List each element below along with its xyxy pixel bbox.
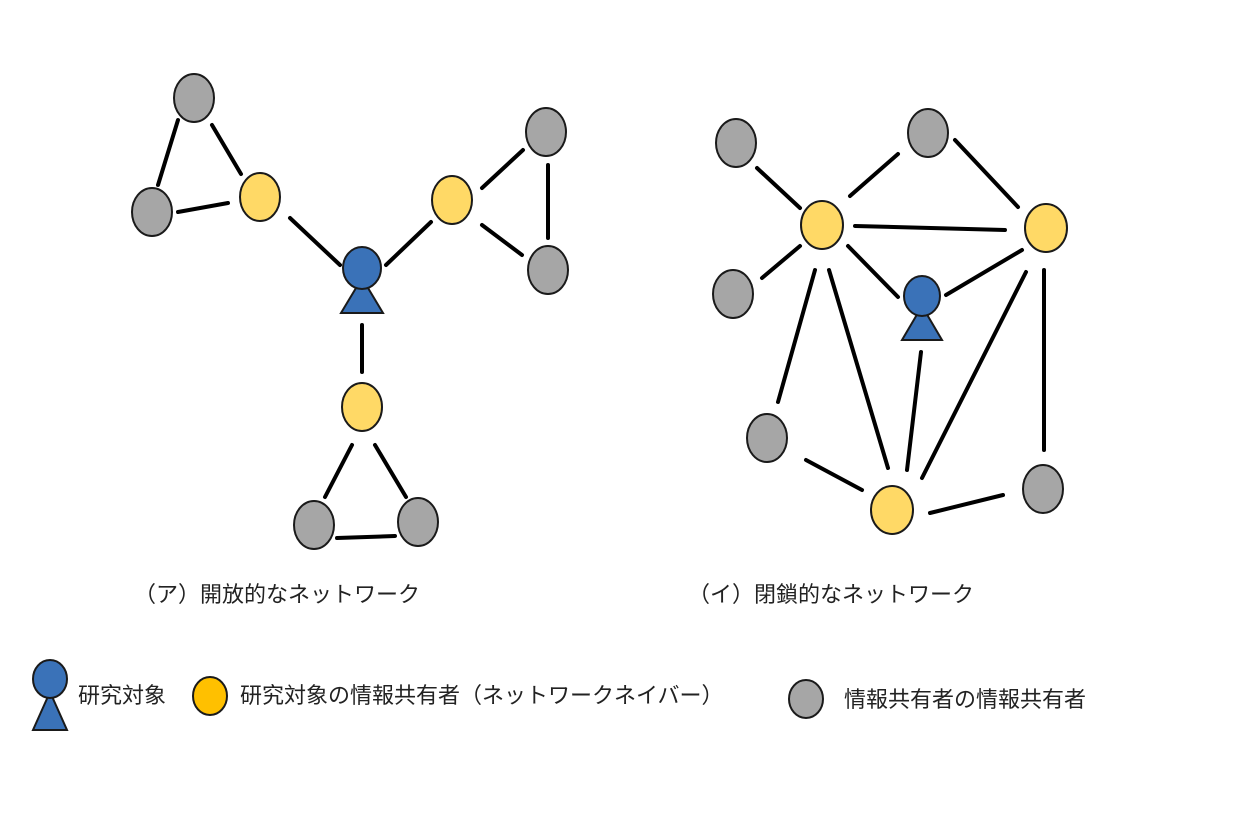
second-degree-node [131,187,173,237]
neighbor-node [1024,203,1068,253]
neighbor-node [800,200,844,250]
edge [920,270,1028,480]
closed-network [712,108,1068,535]
edge [804,458,864,492]
edge [335,534,397,540]
edge [928,493,1005,515]
edge [373,443,408,499]
second-degree-node [715,118,757,168]
edge [953,138,1020,209]
edge [846,244,900,299]
edge [755,166,802,210]
second-degree-node [173,73,215,123]
closed-network-nodes [712,108,1068,535]
edge [176,201,230,214]
second-degree-node [1022,464,1064,514]
legend-neighbor-label: 研究対象の情報共有者（ネットワークネイバー） [240,684,724,709]
legend-neighbor-icon [192,676,228,716]
edge [323,443,354,499]
open-network-caption: （ア）開放的なネットワーク [134,583,420,608]
neighbor-node [431,175,473,225]
open-network [131,73,569,550]
legend-subject-icon [31,659,69,731]
second-degree-node [527,245,569,295]
edge [827,268,890,470]
open-network-edges [156,118,550,540]
edge [480,223,524,257]
edge [288,216,342,267]
edge [776,268,817,404]
legend-second-degree-icon [788,679,824,719]
legend-second-degree-label: 情報共有者の情報共有者 [844,688,1086,713]
edge [480,148,525,190]
edge [853,224,1007,232]
edge [156,118,180,187]
edge [848,152,900,198]
research-subject-person-icon [900,275,944,341]
legend: 研究対象 研究対象の情報共有者（ネットワークネイバー） 情報共有者の情報共有者 [31,659,1086,731]
edge [210,123,243,176]
neighbor-node [341,382,383,432]
neighbor-node [239,172,281,222]
neighbor-node [870,485,914,535]
second-degree-node [746,413,788,463]
edge [944,248,1024,297]
second-degree-node [712,269,754,319]
closed-network-caption: （イ）閉鎖的なネットワーク [688,583,974,608]
second-degree-node [907,108,949,158]
open-network-nodes [131,73,569,550]
second-degree-node [293,500,335,550]
research-subject-person-icon [339,246,385,314]
second-degree-node [397,497,439,547]
edge [905,350,923,472]
edge [760,244,802,280]
closed-network-edges [755,138,1046,515]
legend-subject-label: 研究対象 [78,684,166,709]
edge [384,220,433,267]
second-degree-node [525,107,567,157]
